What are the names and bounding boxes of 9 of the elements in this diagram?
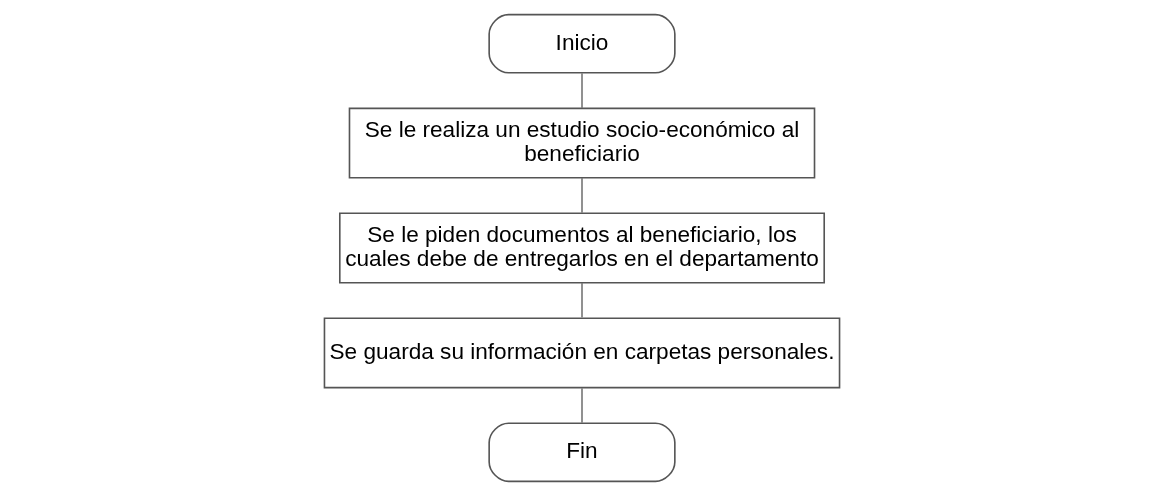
connector — [580, 387, 583, 424]
connector — [580, 177, 583, 214]
connector — [580, 282, 583, 319]
node-box: Se le realiza un estudio socio-económico al beneficiario — [348, 107, 815, 179]
node-box: Fin — [487, 422, 676, 483]
node-box: Se le piden documentos al beneficiario, los cuales debe de entregarlos en el departamento — [338, 212, 825, 284]
node-box: Inicio — [487, 13, 676, 74]
node-box: Se guarda su información en carpetas personales. — [323, 317, 840, 389]
connector — [580, 72, 583, 109]
